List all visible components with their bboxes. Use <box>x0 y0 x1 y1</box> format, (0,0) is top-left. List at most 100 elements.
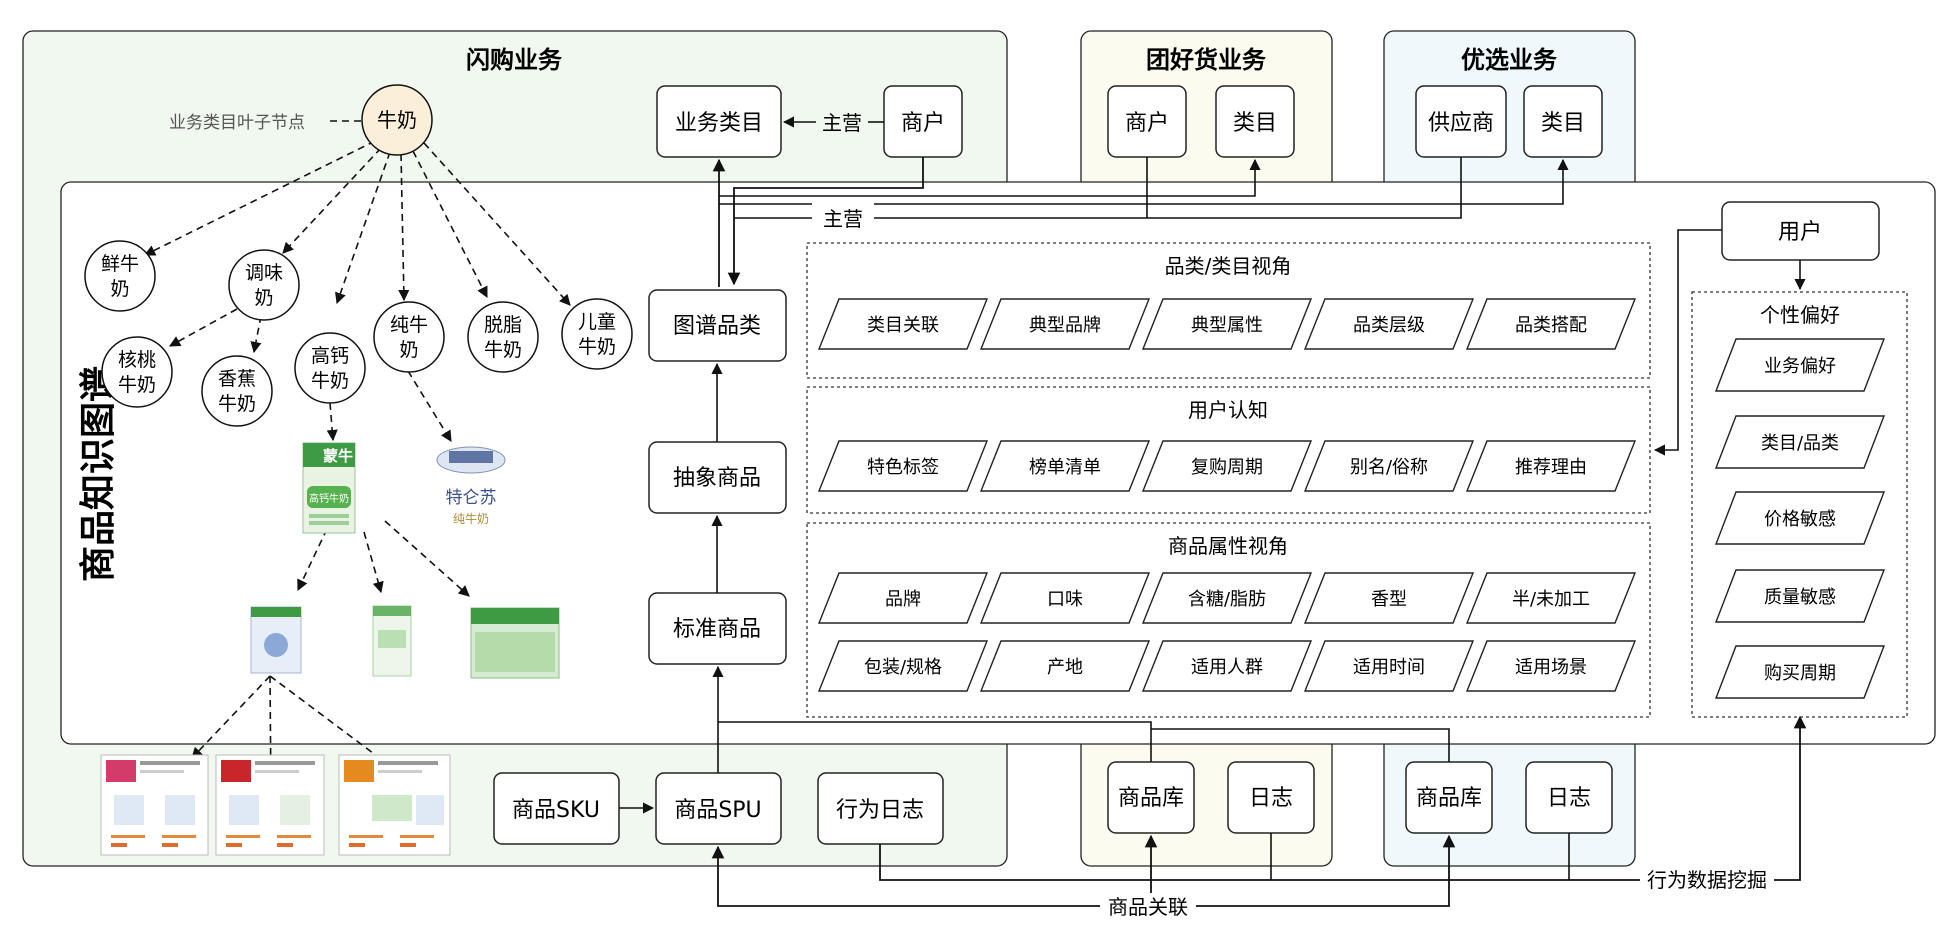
leaf-label: 业务类目叶子节点 <box>169 113 305 133</box>
svg-text:蒙牛: 蒙牛 <box>323 447 353 465</box>
svg-text:质量敏感: 质量敏感 <box>1764 587 1836 608</box>
category-view-title: 品类/类目视角 <box>1165 254 1292 278</box>
milk-node-hetao: 核桃 牛奶 <box>101 336 173 408</box>
category-view-item: 品类搭配 <box>1465 298 1637 350</box>
youxuan-title: 优选业务 <box>1461 46 1558 74</box>
user-label: 用户 <box>1778 220 1822 245</box>
svg-text:榜单清单: 榜单清单 <box>1029 457 1101 478</box>
milk-node-chun: 纯牛 奶 <box>373 301 445 373</box>
svg-text:调味: 调味 <box>245 262 283 284</box>
user-cognition-item: 推荐理由 <box>1465 440 1637 492</box>
tuanhao-merchant-label: 商户 <box>1125 111 1169 136</box>
attribute-item: 品牌 <box>817 572 989 624</box>
category-view-item: 典型属性 <box>1141 298 1313 350</box>
to-youxuan-category-line <box>719 158 1569 205</box>
sku-listing-card-3 <box>338 754 451 856</box>
business-category-box <box>656 85 782 158</box>
category-view-item: 典型品牌 <box>979 298 1151 350</box>
svg-text:适用场景: 适用场景 <box>1515 657 1587 678</box>
tuanhao-category-box <box>1215 85 1295 158</box>
tuanhao-log-label: 日志 <box>1249 786 1293 811</box>
behavior-mining-line <box>879 715 1807 881</box>
milk-node-ertong: 儿童 牛奶 <box>561 298 633 370</box>
svg-text:适用时间: 适用时间 <box>1353 657 1425 678</box>
merchant-label: 商户 <box>901 111 945 136</box>
attribute-item: 半/未加工 <box>1465 572 1637 624</box>
zhuying-top-label: 主营 <box>822 111 862 135</box>
attribute-view-title: 商品属性视角 <box>1168 534 1288 558</box>
milk-node-xiangjiao: 香蕉 牛奶 <box>201 355 273 427</box>
youxuan-category-box <box>1523 85 1603 158</box>
attribute-item: 口味 <box>979 572 1151 624</box>
preference-title: 个性偏好 <box>1760 303 1840 327</box>
svg-text:别名/俗称: 别名/俗称 <box>1350 457 1428 478</box>
svg-text:脱脂: 脱脂 <box>484 314 522 336</box>
attribute-item: 适用人群 <box>1141 640 1313 692</box>
sku-listing-card-1 <box>100 754 209 856</box>
svg-text:类目/品类: 类目/品类 <box>1761 433 1839 454</box>
user-cognition-item: 特色标签 <box>817 440 989 492</box>
category-view-item: 类目关联 <box>817 298 989 350</box>
abstract-product-label: 抽象商品 <box>673 466 761 491</box>
svg-text:典型属性: 典型属性 <box>1191 315 1263 336</box>
svg-text:纯牛奶: 纯牛奶 <box>453 511 489 526</box>
svg-text:特色标签: 特色标签 <box>867 457 939 478</box>
tuanhao-category-label: 类目 <box>1233 111 1277 136</box>
flash-title: 闪购业务 <box>466 46 563 74</box>
category-view-item: 品类层级 <box>1303 298 1475 350</box>
behavior-log-label: 行为日志 <box>836 798 924 823</box>
to-tuanhao-lib-line <box>718 721 1152 762</box>
svg-text:适用人群: 适用人群 <box>1191 657 1263 678</box>
svg-text:业务偏好: 业务偏好 <box>1764 356 1836 377</box>
sku-label: 商品SKU <box>512 798 600 823</box>
svg-text:价格敏感: 价格敏感 <box>1764 509 1836 530</box>
business-category-label: 业务类目 <box>675 111 763 136</box>
standard-product-label: 标准商品 <box>673 617 761 642</box>
svg-text:香蕉: 香蕉 <box>218 368 256 390</box>
svg-text:高钙: 高钙 <box>311 345 349 367</box>
milk-tree <box>143 120 571 800</box>
preference-item: 质量敏感 <box>1714 569 1886 623</box>
spu-product-image-2 <box>372 605 412 677</box>
zhuying-main-label: 主营 <box>823 207 863 231</box>
svg-text:含糖/脂肪: 含糖/脂肪 <box>1188 589 1266 610</box>
milk-node-xian: 鲜牛 奶 <box>84 240 156 312</box>
product-link-line <box>711 834 1456 907</box>
merchant-to-graph-line <box>727 157 924 286</box>
zhuying-main-line <box>734 157 1462 219</box>
sku-listing-card-2 <box>215 754 325 856</box>
svg-text:品类搭配: 品类搭配 <box>1515 315 1587 336</box>
svg-text:牛奶: 牛奶 <box>311 370 349 392</box>
attribute-item: 包装/规格 <box>817 640 989 692</box>
svg-text:品牌: 品牌 <box>885 589 921 610</box>
svg-text:奶: 奶 <box>110 278 129 300</box>
root-milk-node <box>361 84 433 156</box>
svg-text:奶: 奶 <box>254 287 273 309</box>
svg-text:产地: 产地 <box>1047 657 1083 678</box>
spu-product-image-3 <box>470 607 560 679</box>
preference-item: 类目/品类 <box>1714 415 1886 469</box>
attribute-view-panel <box>806 522 1651 718</box>
milk-node-tiaowei: 调味 奶 <box>228 249 300 321</box>
product-link-label: 商品关联 <box>1108 895 1188 919</box>
spu-product-image-1 <box>250 606 302 674</box>
user-cognition-title: 用户认知 <box>1188 398 1268 422</box>
preference-item: 业务偏好 <box>1714 338 1886 392</box>
telunsu-package-image: 特仑苏 纯牛奶 <box>436 446 506 526</box>
graph-category-label: 图谱品类 <box>673 314 761 339</box>
mengniu-gaogai-package-image: 蒙牛 高钙牛奶 <box>302 442 356 534</box>
kg-title: 商品知识图谱 <box>78 366 119 582</box>
preference-item: 购买周期 <box>1714 645 1886 699</box>
view-items: 类目关联典型品牌典型属性品类层级品类搭配特色标签榜单清单复购周期别名/俗称推荐理… <box>817 298 1637 692</box>
supplier-label: 供应商 <box>1428 111 1494 136</box>
svg-text:类目关联: 类目关联 <box>867 315 939 336</box>
tuanhao-title: 团好货业务 <box>1146 46 1267 74</box>
svg-text:牛奶: 牛奶 <box>484 339 522 361</box>
graph-category-box <box>648 289 787 362</box>
attribute-item: 含糖/脂肪 <box>1141 572 1313 624</box>
attribute-item: 产地 <box>979 640 1151 692</box>
milk-node-gaogai: 高钙 牛奶 <box>294 332 366 404</box>
svg-text:推荐理由: 推荐理由 <box>1515 457 1587 478</box>
svg-text:核桃: 核桃 <box>118 349 156 371</box>
